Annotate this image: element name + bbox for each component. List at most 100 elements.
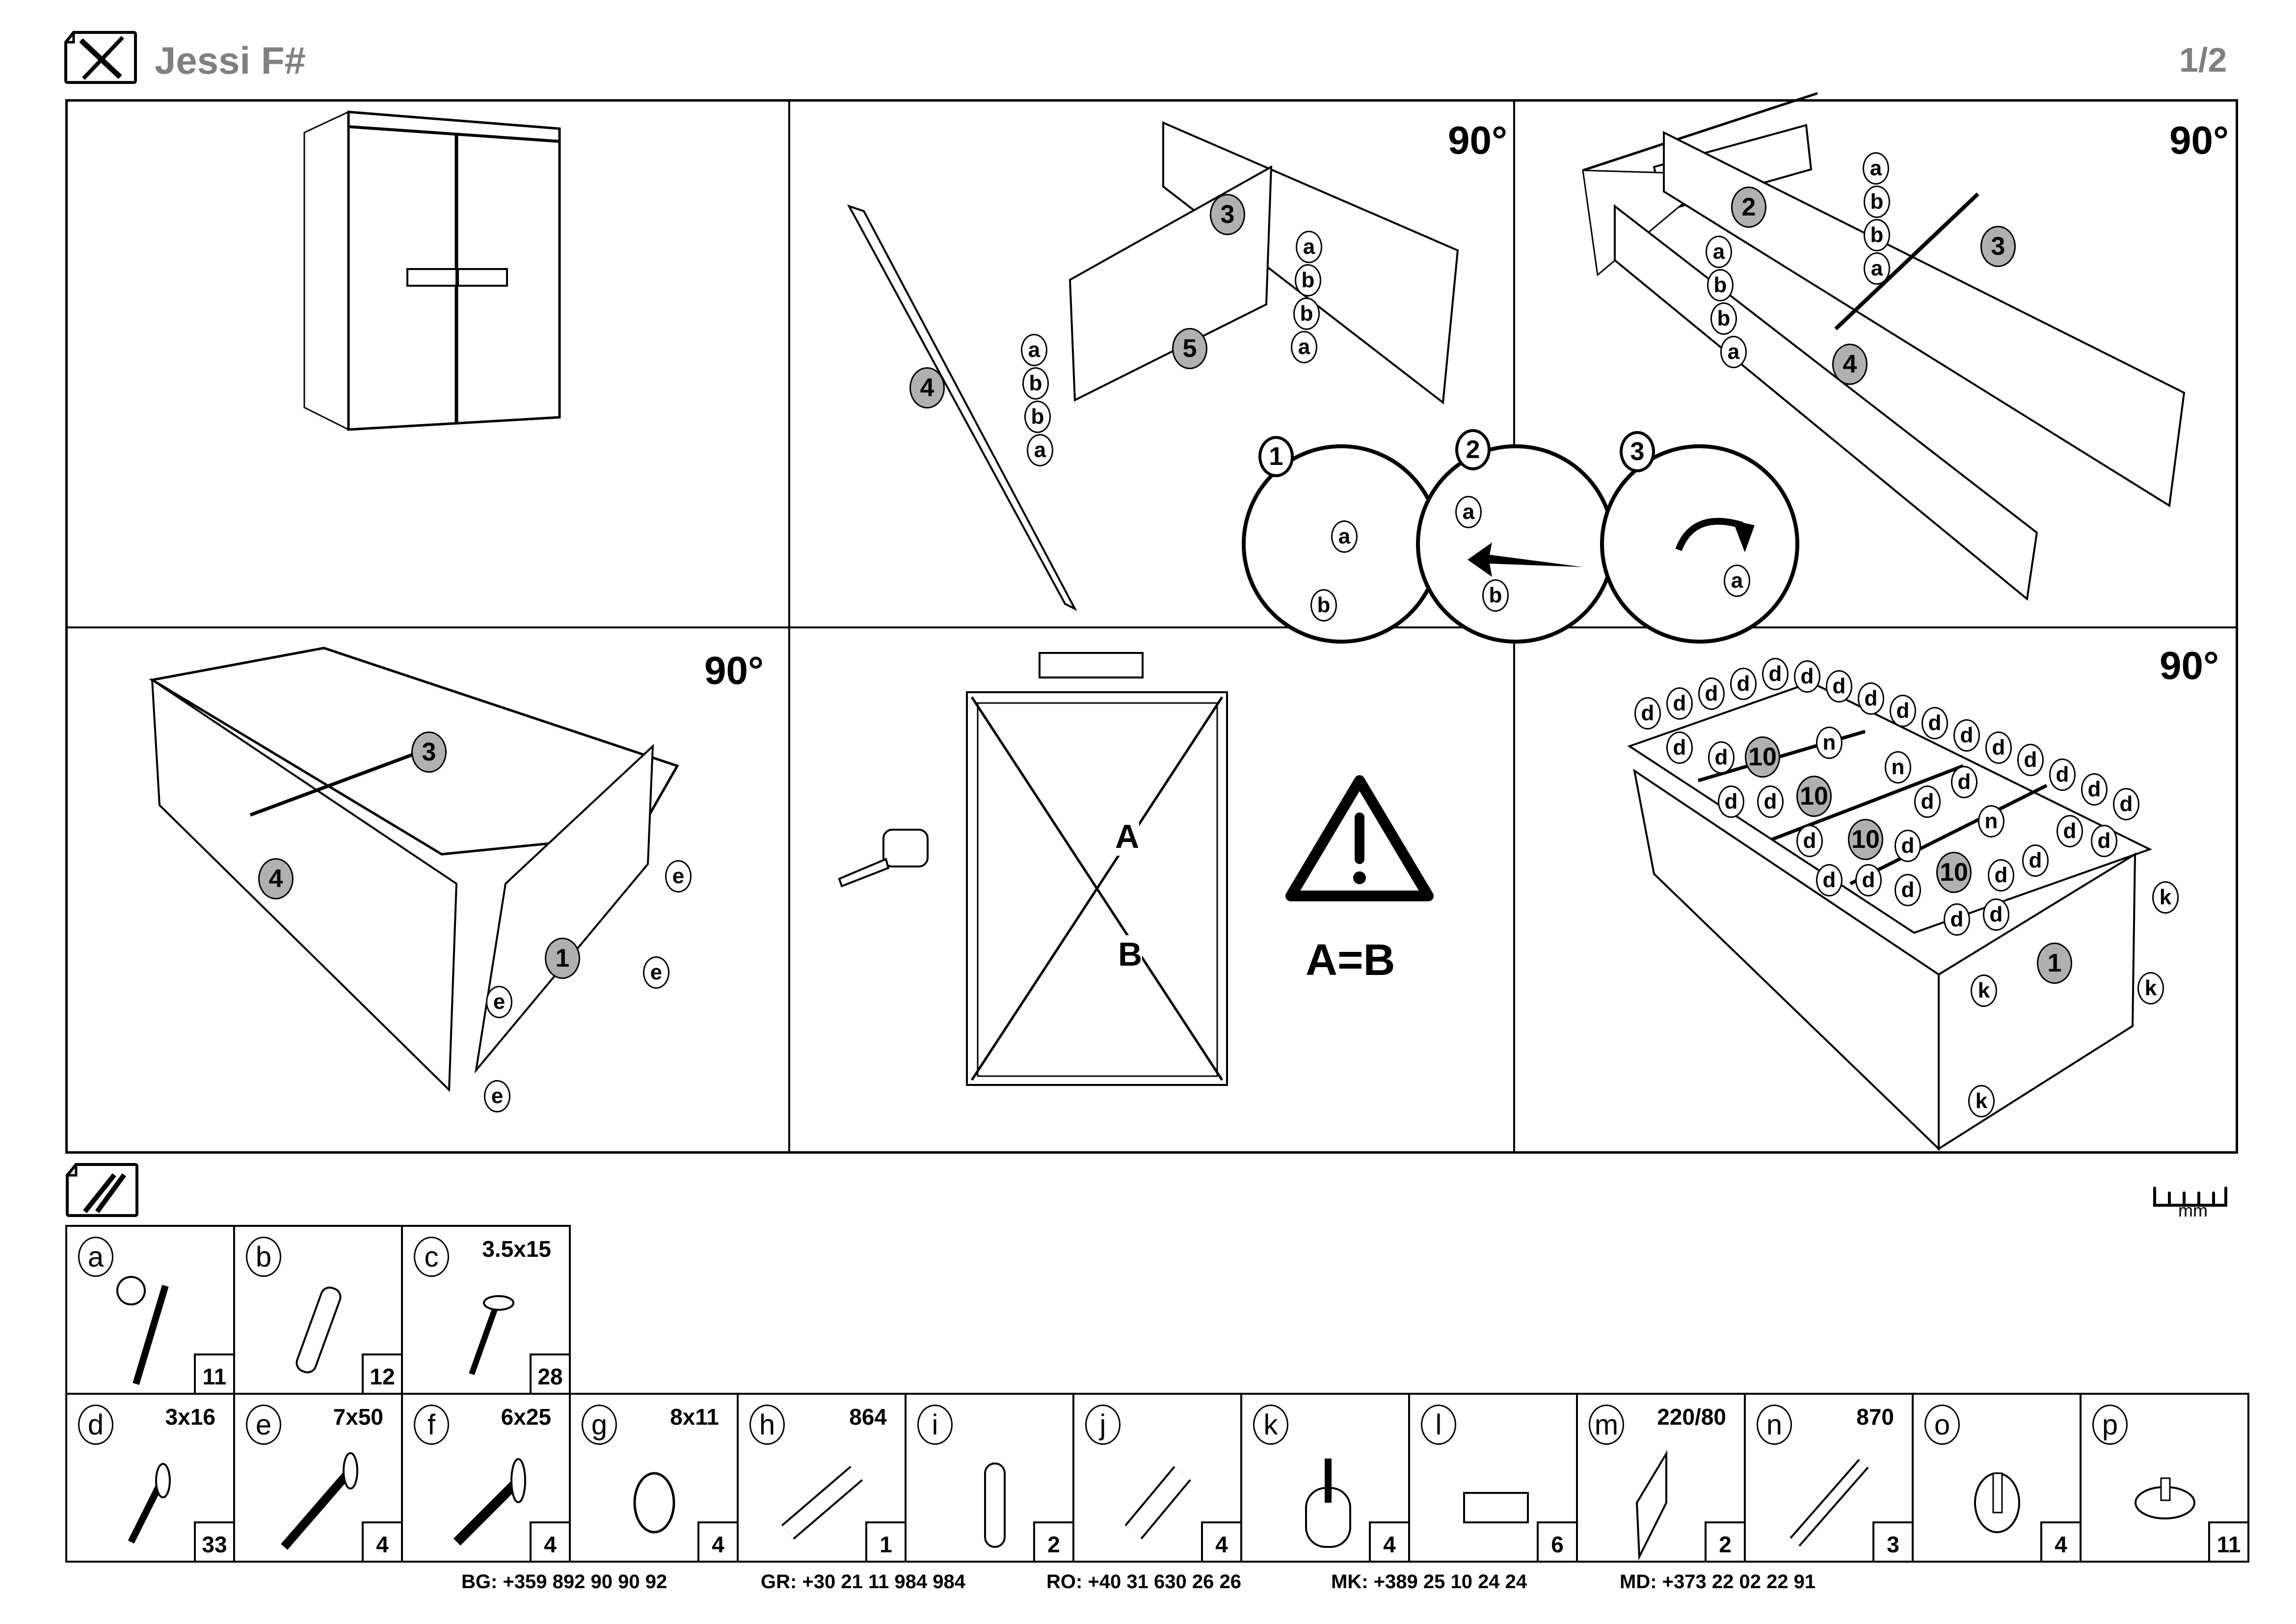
- hardware-k-icon: [1305, 1459, 1351, 1548]
- hardware-letter: i: [917, 1405, 953, 1445]
- hardware-dimension: 870: [1856, 1404, 1894, 1430]
- fitting-d-label: d: [2022, 844, 2049, 877]
- hardware-i-icon: [984, 1462, 1006, 1548]
- phone-bg: BG: +359 892 90 90 92: [461, 1571, 667, 1593]
- fitting-d-label: d: [1708, 741, 1735, 774]
- diagonal-a-label: A: [1115, 817, 1140, 856]
- hardware-dimension: 8x11: [670, 1404, 719, 1430]
- hardware-e-icon: [281, 1452, 358, 1550]
- hardware-letter: l: [1421, 1405, 1456, 1445]
- part-3-badge: 3: [1980, 226, 2016, 267]
- fitting-label: a: [1291, 331, 1317, 363]
- detail-circle-3: [1600, 444, 1799, 644]
- part-4-badge: 4: [1832, 344, 1868, 385]
- grid-divider: [65, 626, 2238, 628]
- part-10-badge: 10: [1936, 852, 1972, 893]
- fitting-k-label: k: [2137, 972, 2164, 1004]
- part-4-badge: 4: [258, 858, 294, 899]
- hardware-a-icon: [116, 1276, 169, 1385]
- hardware-l-icon: [1463, 1492, 1529, 1523]
- hardware-quantity: 11: [2208, 1521, 2247, 1561]
- hardware-quantity: 33: [194, 1521, 233, 1561]
- hardware-letter: j: [1085, 1405, 1121, 1445]
- hardware-quantity: 28: [530, 1353, 569, 1393]
- fitting-label: a: [1863, 152, 1889, 185]
- hardware-letter: a: [78, 1237, 113, 1277]
- fitting-label: b: [1310, 589, 1337, 622]
- fitting-label: b: [1293, 298, 1320, 330]
- fitting-label: b: [1864, 219, 1890, 251]
- rotate-90-label: 90°: [704, 649, 764, 692]
- hardware-letter: o: [1924, 1405, 1960, 1445]
- phone-ro: RO: +40 31 630 26 26: [1046, 1571, 1241, 1593]
- equation-label: A=B: [1306, 936, 1395, 985]
- phone-gr: GR: +30 21 11 984 984: [761, 1571, 965, 1593]
- turn-arrow-icon: [1675, 517, 1755, 552]
- hardware-letter: c: [414, 1237, 449, 1277]
- hardware-quantity: 6: [1537, 1521, 1576, 1561]
- fitting-d-label: d: [1757, 785, 1784, 818]
- hardware-quantity: 4: [1201, 1521, 1240, 1561]
- hardware-quantity: 4: [530, 1521, 569, 1561]
- hardware-letter: k: [1253, 1405, 1288, 1445]
- fitting-label: a: [1720, 336, 1747, 368]
- hardware-letter: g: [582, 1405, 617, 1445]
- hardware-item-c: c 3.5x15 28: [401, 1225, 571, 1395]
- hardware-dimension: 220/80: [1657, 1404, 1726, 1430]
- hardware-dimension: 3.5x15: [482, 1236, 551, 1262]
- hardware-h-icon: [781, 1465, 863, 1540]
- hardware-quantity: 4: [362, 1521, 401, 1561]
- hardware-dimension: 7x50: [333, 1404, 383, 1430]
- hardware-letter: f: [414, 1405, 449, 1445]
- fitting-label: b: [1482, 579, 1509, 612]
- fitting-label: a: [1021, 334, 1047, 366]
- hardware-letter: n: [1757, 1405, 1792, 1445]
- fitting-d-label: d: [1718, 785, 1744, 818]
- diagonal-b-label: B: [1118, 935, 1143, 974]
- fitting-d-label: d: [2081, 773, 2108, 806]
- warning-icon: [1285, 775, 1434, 901]
- fitting-d-label: d: [1914, 785, 1941, 818]
- hardware-o-icon: [1974, 1472, 2020, 1533]
- fitting-label: b: [1022, 367, 1049, 400]
- detail-step-1: 1: [1258, 436, 1294, 477]
- hardware-f-icon: [453, 1458, 526, 1546]
- fitting-d-label: d: [1666, 687, 1693, 720]
- step-3-panels: [1582, 92, 2186, 601]
- detail-step-2: 2: [1455, 429, 1491, 470]
- fitting-label: b: [1295, 264, 1321, 297]
- page-title: Jessi F#: [155, 39, 306, 82]
- fitting-d-label: d: [2017, 744, 2044, 776]
- fitting-n-label: n: [1885, 751, 1911, 784]
- fitting-d-label: d: [1816, 864, 1842, 896]
- part-2-badge: 2: [1731, 187, 1766, 228]
- hardware-letter: m: [1589, 1405, 1624, 1445]
- fitting-d-label: d: [1988, 859, 2014, 892]
- fitting-label: a: [1724, 565, 1750, 597]
- fitting-d-label: d: [2113, 788, 2139, 820]
- hardware-dimension: 864: [849, 1404, 887, 1430]
- fitting-d-label: d: [1826, 670, 1852, 703]
- fitting-label: a: [1027, 434, 1053, 466]
- spirit-level-icon: [1039, 652, 1144, 678]
- fitting-label: b: [1707, 269, 1734, 301]
- fitting-d-label: d: [1985, 731, 2012, 764]
- fitting-n-label: n: [1816, 727, 1842, 759]
- hardware-c-icon: [469, 1295, 514, 1376]
- ruler-icon: [2153, 1187, 2227, 1207]
- fitting-d-label: d: [1944, 903, 1970, 936]
- fitting-k-label: k: [1971, 974, 1997, 1007]
- hardware-quantity: 2: [1705, 1521, 1744, 1561]
- fitting-d-label: d: [1895, 874, 1921, 906]
- hardware-quantity: 3: [1872, 1521, 1912, 1561]
- fitting-k-label: k: [1968, 1085, 1995, 1117]
